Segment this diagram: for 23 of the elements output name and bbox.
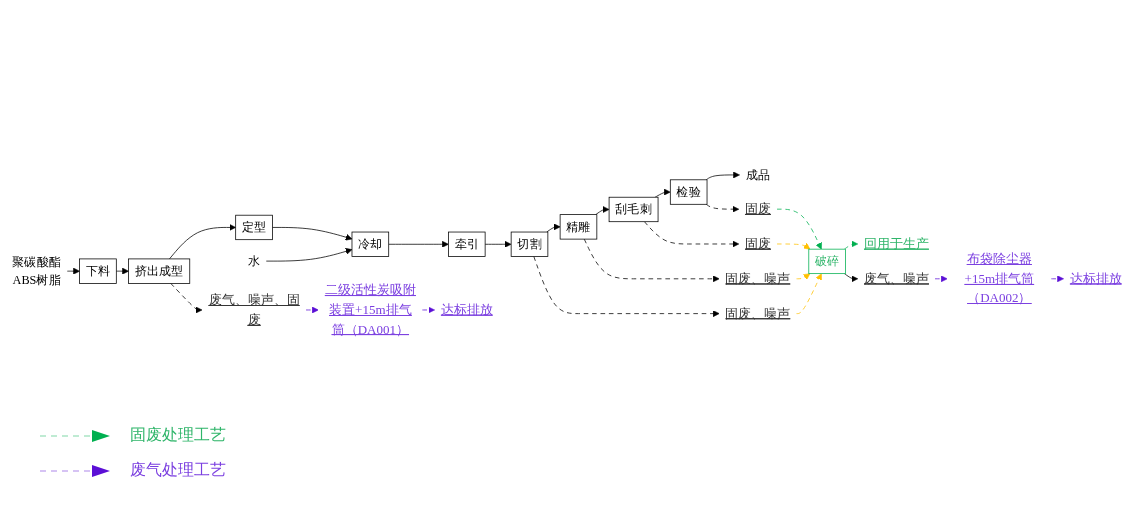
node-text: 聚碳酸酯 ABS树脂	[12, 255, 62, 287]
node-box: 精雕	[559, 214, 598, 240]
node-text: 固废	[744, 201, 771, 217]
node-text: 固废	[744, 236, 771, 252]
node-box: 冷却	[351, 231, 390, 257]
node-text: 回用于生产	[863, 236, 929, 252]
legend-text: 固废处理工艺	[130, 425, 226, 445]
node-box: 检验	[669, 179, 708, 205]
node-box: 刮毛刺	[608, 196, 659, 223]
node-text: 水	[247, 254, 261, 268]
node-box: 下料	[79, 258, 117, 284]
node-text: 达标排放	[440, 302, 493, 318]
node-text: 固废、噪声	[725, 306, 791, 321]
node-text: 固废、噪声	[725, 271, 791, 286]
node-box: 破碎	[808, 248, 846, 275]
node-box: 牵引	[448, 231, 486, 257]
node-text: 达标排放	[1069, 271, 1122, 286]
node-text: 废气、噪声	[863, 271, 929, 286]
node-box: 定型	[235, 214, 273, 241]
node-box: 切割	[510, 231, 549, 257]
node-text: 成品	[745, 168, 771, 182]
node-box: 挤出成型	[128, 258, 191, 284]
legend-text: 废气处理工艺	[130, 460, 226, 480]
